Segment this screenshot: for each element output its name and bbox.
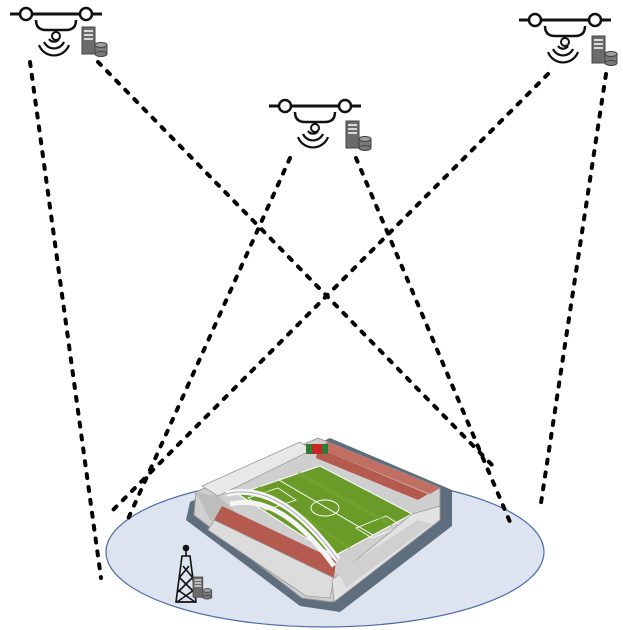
link-lines — [28, 60, 608, 580]
link-drone-center-b — [354, 156, 512, 524]
link-drone-right-a — [108, 72, 550, 515]
ground-station — [175, 544, 213, 603]
stadium-icon — [186, 437, 452, 612]
server-icon — [591, 35, 618, 66]
wifi-icon — [296, 129, 330, 149]
server-icon — [81, 26, 108, 57]
link-drone-left-b — [96, 60, 495, 468]
wifi-icon — [546, 44, 580, 64]
drone-right — [517, 12, 618, 66]
server-icon — [345, 120, 372, 151]
cell-tower-icon — [175, 544, 197, 603]
drone-left — [8, 6, 108, 57]
wifi-icon — [37, 37, 71, 57]
link-drone-right-b — [539, 72, 608, 505]
drone-center — [267, 98, 372, 151]
link-drone-left-a — [28, 60, 103, 580]
link-drone-center-a — [126, 156, 292, 521]
